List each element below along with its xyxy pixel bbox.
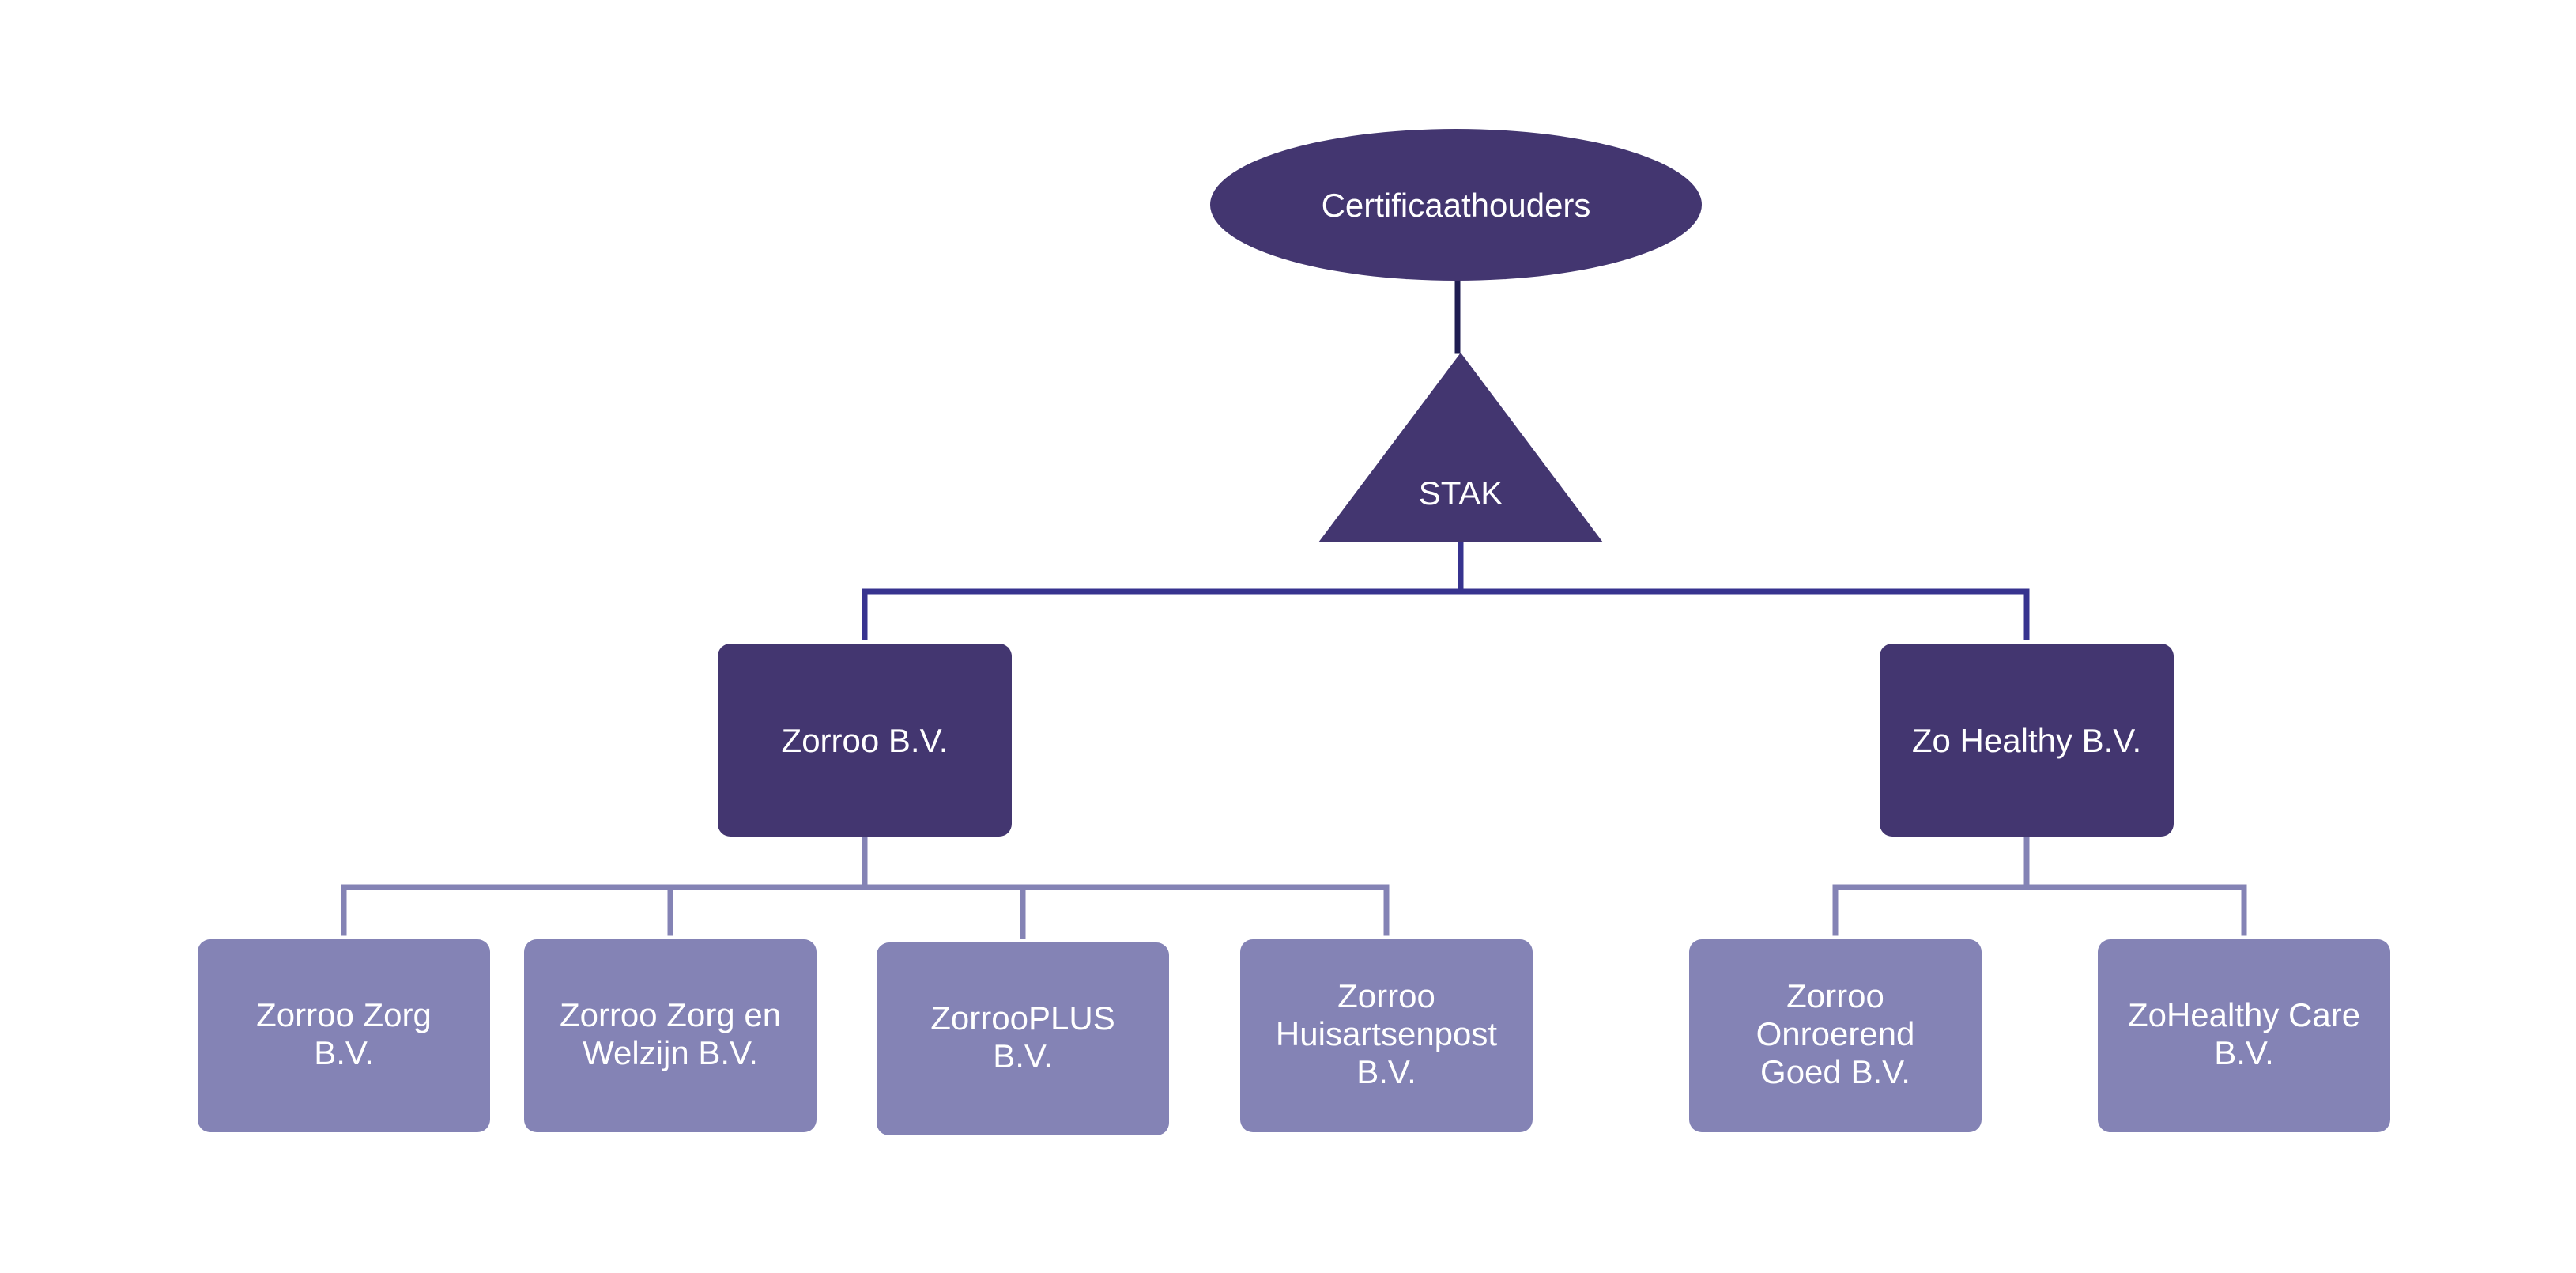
zorroo-huisartsenpost-bv-label-line-3: B.V. xyxy=(1356,1053,1416,1090)
zo-healthy-bv-label-line-1: Zo Healthy B.V. xyxy=(1912,722,2141,759)
zorroo-huisartsenpost-bv-label-line-2: Huisartsenpost xyxy=(1276,1015,1497,1052)
zorrooplus-bv-box xyxy=(877,942,1169,1135)
connectors xyxy=(341,275,2247,939)
certificaathouders-label-line-1: Certificaathouders xyxy=(1322,187,1591,224)
stak-triangle xyxy=(1318,353,1603,542)
zorroo-bv-label: Zorroo B.V. xyxy=(782,722,949,759)
zohealthy-care-bv-box xyxy=(2098,939,2390,1132)
zorroo-bv-label-line-1: Zorroo B.V. xyxy=(782,722,949,759)
stak-label: STAK xyxy=(1419,474,1503,512)
zorroo-zorg-bv-label-line-2: B.V. xyxy=(314,1034,374,1071)
zorroo-huisartsenpost-bv-label-line-1: Zorroo xyxy=(1337,977,1435,1014)
zorroo-huisartsenpost-bv-box xyxy=(1240,939,1533,1132)
zorroo-onroerend-goed-bv-label-line-1: Zorroo xyxy=(1786,977,1884,1014)
certificaathouders-ellipse xyxy=(1210,129,1702,281)
certificaathouders-label: Certificaathouders xyxy=(1322,187,1591,224)
zorrooplus-bv-label-line-2: B.V. xyxy=(993,1037,1053,1075)
node-certificaathouders: Certificaathouders xyxy=(1210,129,1702,281)
zorroo-bv-box xyxy=(718,644,1012,837)
stak-label-line-1: STAK xyxy=(1419,474,1503,512)
zohealthy-care-bv-label-line-2: B.V. xyxy=(2214,1034,2274,1071)
zorroo-zorg-welzijn-bv-label-line-2: Welzijn B.V. xyxy=(583,1034,758,1071)
node-stak: STAK xyxy=(1318,353,1603,542)
zorroo-onroerend-goed-bv-label-line-3: Goed B.V. xyxy=(1760,1053,1910,1090)
zorroo-zorg-bv-box xyxy=(198,939,490,1132)
node-zorroo-bv: Zorroo B.V. xyxy=(718,644,1012,837)
zorroo-zorg-bv-label-line-1: Zorroo Zorg xyxy=(256,996,432,1033)
zo-healthy-bv-label: Zo Healthy B.V. xyxy=(1912,722,2141,759)
zohealthy-care-bv-label-line-1: ZoHealthy Care xyxy=(2128,996,2360,1033)
zorroo-onroerend-goed-bv-label-line-2: Onroerend xyxy=(1756,1015,1915,1052)
zorroo-zorg-welzijn-bv-label-line-1: Zorroo Zorg en xyxy=(560,996,781,1033)
zorrooplus-bv-label-line-1: ZorrooPLUS xyxy=(930,999,1115,1037)
node-zo-healthy-bv: Zo Healthy B.V. xyxy=(1880,644,2174,837)
zorroo-onroerend-goed-bv-box xyxy=(1689,939,1982,1132)
zorroo-zorg-welzijn-bv-box xyxy=(524,939,817,1132)
zo-healthy-bv-box xyxy=(1880,644,2174,837)
